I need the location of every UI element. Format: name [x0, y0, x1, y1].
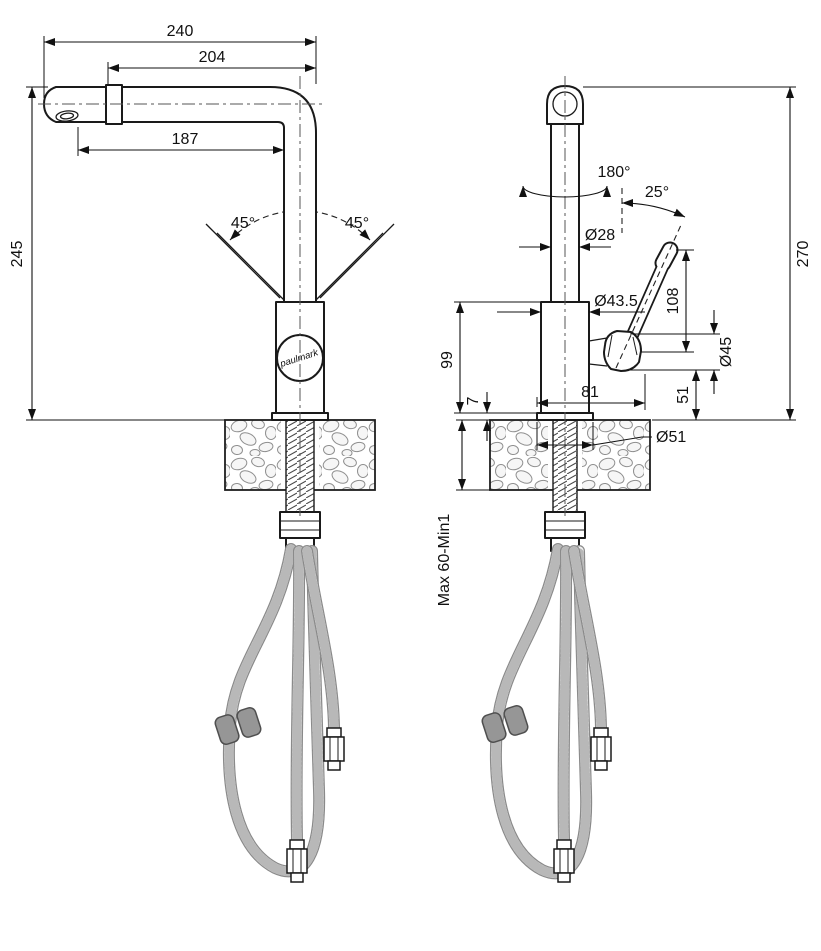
dim-total-height-label: 270	[795, 241, 812, 268]
dim-total-height: 270	[583, 86, 812, 421]
dim-dia-handle-label: Ø45	[718, 337, 735, 367]
supply-hose-front-2	[301, 545, 340, 734]
dim-dia-handle: Ø45	[630, 310, 735, 394]
lever-handle	[603, 241, 679, 372]
dim-body-height: 99	[439, 301, 541, 414]
dim-handle-clearance-label: 51	[675, 386, 692, 404]
spout-swivel-position-lines	[205, 210, 395, 308]
dim-spout-width-label: 204	[199, 49, 226, 66]
dim-dia-column: Ø28	[519, 227, 615, 251]
dim-handle-reach: 81	[536, 374, 646, 410]
dim-height-to-deck-label: 245	[9, 241, 26, 268]
dim-dia-body-label: Ø43.5	[594, 293, 638, 310]
dim-height-to-deck: 245	[9, 86, 225, 421]
hose-fitting-side-1	[553, 839, 575, 883]
swivel-arc	[229, 210, 371, 241]
side-view: 180° 25° Ø28 Ø43.5 Ø45 Ø51	[436, 76, 812, 883]
dim-dia-body: Ø43.5	[497, 293, 645, 316]
dim-handle-length-label: 108	[665, 288, 682, 315]
front-view: paulmark 240 204 187 245 45° 45	[9, 23, 395, 883]
dim-spout-reach: 187	[77, 127, 284, 156]
angle-rotation-label: 180°	[597, 164, 630, 181]
hose-weight-side	[481, 705, 529, 743]
hose-weight-front	[214, 707, 262, 745]
dim-handle-reach-label: 81	[581, 384, 599, 401]
pullout-hose-loop-side	[489, 543, 593, 880]
dim-dia-base-label: Ø51	[656, 429, 686, 446]
hose-fitting-side-2	[590, 727, 612, 771]
supply-hose-side-2	[568, 545, 607, 734]
supply-hose-front-1	[290, 545, 306, 846]
hose-fitting-front-1	[286, 839, 308, 883]
angle-swivel-left-label: 45°	[231, 215, 255, 232]
angle-handle-label: 25°	[645, 184, 669, 201]
dim-body-height-label: 99	[439, 351, 456, 369]
dim-deck-thickness-label: Max 60-Min1	[436, 514, 453, 607]
dim-base-height: 7	[456, 392, 491, 441]
spout-arm-and-column	[121, 86, 317, 303]
dim-dia-column-label: Ø28	[585, 227, 615, 244]
dim-handle-clearance: 51	[675, 370, 700, 420]
lever-axis-line	[615, 224, 682, 369]
angle-swivel-right-label: 45°	[345, 215, 369, 232]
aerator	[55, 110, 79, 122]
handle-angle-arc	[621, 199, 686, 218]
dim-spout-width: 204	[107, 49, 316, 84]
dim-dia-base: Ø51	[536, 422, 686, 450]
spout-tube-section	[552, 91, 578, 117]
lever-knuckle	[603, 330, 642, 372]
dim-spout-reach-label: 187	[172, 131, 199, 148]
dim-total-width: 240	[43, 23, 317, 98]
supply-hose-side-1	[557, 545, 573, 846]
dim-total-width-label: 240	[167, 23, 194, 40]
rotation-arrow	[519, 185, 611, 198]
dim-base-height-label: 7	[465, 396, 482, 405]
dim-deck-thickness: Max 60-Min1	[436, 420, 490, 606]
dim-handle-length: 108	[641, 249, 694, 353]
pullout-hose-loop-front	[222, 543, 326, 878]
hose-fitting-front-2	[323, 727, 345, 771]
